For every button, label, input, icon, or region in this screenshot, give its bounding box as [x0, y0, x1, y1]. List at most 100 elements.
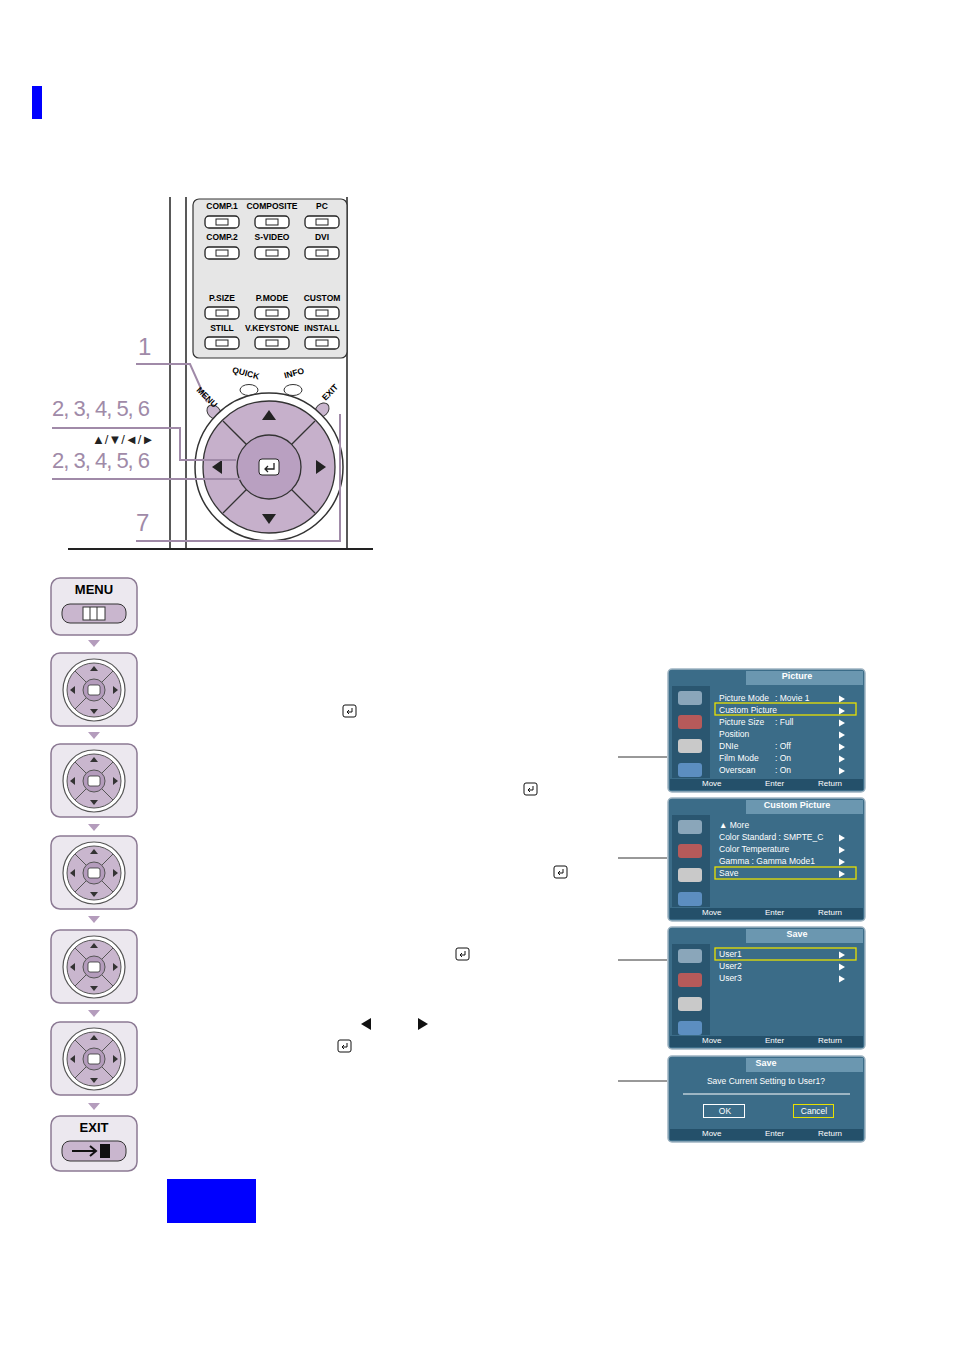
- step-icons: [51, 578, 137, 1171]
- button-label: P.MODE: [256, 294, 288, 303]
- menu-text: Save Current Setting to User1?: [707, 1077, 825, 1086]
- submenu-arrow: [839, 756, 845, 763]
- menu-text: Custom Picture: [764, 801, 831, 811]
- menu-text: Enter: [765, 909, 784, 918]
- menu-text: Gamma : Gamma Mode1: [719, 857, 815, 866]
- menu-text: Picture Mode: [719, 694, 769, 703]
- menu-text: Picture Size: [719, 718, 764, 727]
- leader-line: [52, 364, 340, 541]
- dialog-button: OK: [703, 1104, 745, 1118]
- menu-text: Move: [702, 1130, 722, 1139]
- menu-step-icon: MENU: [51, 578, 137, 635]
- submenu-arrow: [839, 708, 845, 715]
- menu-text: Enter: [765, 1130, 784, 1139]
- menu-text: User1: [719, 950, 742, 959]
- footer-bar: [670, 779, 863, 790]
- osd-screen: PicturePicture Mode : Movie 1 Custom Pictu…: [668, 669, 865, 792]
- button-label: COMP.1: [206, 202, 238, 211]
- menu-text: Save: [719, 869, 738, 878]
- title-bar: [746, 1058, 863, 1072]
- submenu-arrow: [839, 952, 845, 959]
- menu-text: Return: [818, 909, 842, 918]
- button-label: INFO: [283, 367, 305, 381]
- menu-text: : On: [775, 766, 791, 775]
- button-label: INSTALL: [304, 324, 339, 333]
- menu-text: User2: [719, 962, 742, 971]
- menu-icon: [678, 820, 702, 834]
- icon-column: [672, 686, 710, 778]
- menu-text: Return: [818, 1130, 842, 1139]
- arrow-keys-label: ▲/▼/◄/►: [92, 433, 154, 447]
- title-bar: [746, 929, 863, 943]
- button-label: CUSTOM: [304, 294, 341, 303]
- footer-bar: [670, 1129, 863, 1140]
- menu-icon: [678, 868, 702, 882]
- menu-icon: [678, 739, 702, 753]
- menu-text: User3: [719, 974, 742, 983]
- menu-text: Move: [702, 780, 722, 789]
- menu-text: Move: [702, 1037, 722, 1046]
- menu-text: Film Mode: [719, 754, 759, 763]
- menu-text: : Movie 1: [775, 694, 810, 703]
- button-label: EXIT: [320, 383, 340, 403]
- button-label: V.KEYSTONE: [245, 324, 299, 333]
- screen-frame: [668, 798, 865, 921]
- submenu-arrow: [839, 732, 845, 739]
- callout-number: 7: [136, 510, 148, 536]
- button-label: STILL: [210, 324, 234, 333]
- menu-text: Save: [755, 1059, 776, 1069]
- menu-icon: [678, 1021, 702, 1035]
- menu-text: Position: [719, 730, 749, 739]
- button-label: COMPOSITE: [246, 202, 297, 211]
- menu-text: Move: [702, 909, 722, 918]
- dialog-button: Cancel: [793, 1104, 834, 1118]
- menu-text: Custom Picture: [719, 706, 777, 715]
- callout-number: 2, 3, 4, 5, 6: [52, 397, 149, 421]
- submenu-arrow: [839, 768, 845, 775]
- leader-line: [618, 757, 667, 1081]
- button-label: QUICK: [232, 366, 261, 382]
- callout-number: 2, 3, 4, 5, 6: [52, 449, 149, 473]
- highlight-box: [715, 948, 856, 960]
- menu-text: Enter: [765, 780, 784, 789]
- menu-text: Color Standard : SMPTE_C: [719, 833, 823, 842]
- button-label: S-VIDEO: [255, 233, 290, 242]
- menu-icon: [678, 973, 702, 987]
- section-bar: [32, 86, 42, 119]
- menu-icon: [678, 715, 702, 729]
- menu-text: Save: [786, 930, 807, 940]
- osd-screen: SaveUser1User2User3MoveEnterReturn: [668, 927, 865, 1049]
- button-label: P.SIZE: [209, 294, 235, 303]
- button-text: Cancel: [801, 1107, 827, 1116]
- icon-column: [672, 815, 710, 907]
- menu-icon: [678, 997, 702, 1011]
- footer-bar: [670, 1036, 863, 1047]
- submenu-arrow: [839, 859, 845, 866]
- screen-frame: [668, 669, 865, 792]
- title-bar: [746, 671, 863, 685]
- menu-text: Picture: [782, 672, 813, 682]
- submenu-arrow: [839, 976, 845, 983]
- remote-control: [68, 197, 373, 550]
- separator: [683, 1094, 850, 1095]
- button-text: MENU: [75, 583, 113, 597]
- menu-text: DNIe: [719, 742, 738, 751]
- menu-text: Return: [818, 1037, 842, 1046]
- icon-column: [672, 944, 710, 1035]
- menu-text: Return: [818, 780, 842, 789]
- menu-icon: [678, 691, 702, 705]
- button-label: PC: [316, 202, 328, 211]
- menu-text: : Off: [775, 742, 791, 751]
- menu-text: : Full: [775, 718, 793, 727]
- menu-text: Color Temperature: [719, 845, 789, 854]
- button-label: COMP.2: [206, 233, 238, 242]
- note-box: [167, 1179, 256, 1223]
- osd-screen: Custom Picture▲ MoreColor Standard : SMP…: [668, 798, 865, 921]
- menu-icon: [678, 844, 702, 858]
- title-bar: [746, 800, 863, 814]
- button-text: EXIT: [80, 1121, 109, 1135]
- submenu-arrow: [839, 835, 845, 842]
- submenu-arrow: [839, 964, 845, 971]
- button-text: OK: [719, 1107, 731, 1116]
